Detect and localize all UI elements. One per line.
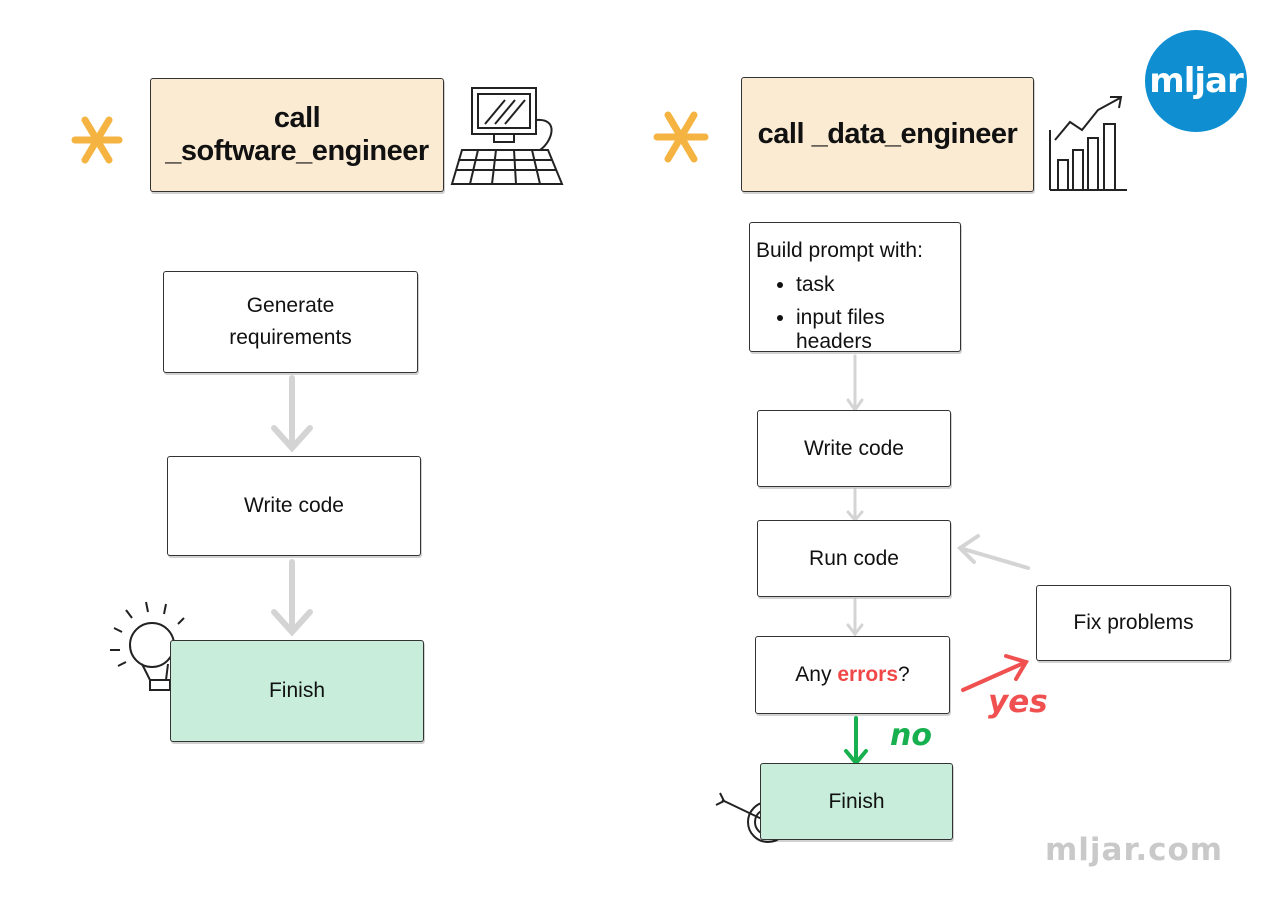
- arrow-left-2: [271, 559, 313, 637]
- asterisk-icon: [71, 116, 123, 164]
- yes-label: yes: [988, 684, 1048, 720]
- build-prompt-step: Build prompt with: task input files head…: [749, 222, 961, 353]
- arrow-left-1: [271, 375, 313, 453]
- fix-problems-step: Fix problems: [1036, 585, 1231, 661]
- any-errors-decision: Any errors ?: [755, 636, 950, 714]
- mljar-logo: mljar: [1145, 30, 1247, 132]
- prompt-list: task input files headers: [756, 273, 960, 363]
- decision-suffix: ?: [898, 663, 910, 686]
- prompt-item: task: [796, 273, 960, 297]
- no-label: no: [890, 718, 932, 753]
- prompt-item: input files headers: [796, 306, 960, 354]
- left-finish-step: Finish: [170, 640, 424, 742]
- arrow-right-3: [846, 598, 864, 637]
- generate-requirements-step: Generate requirements: [163, 271, 418, 373]
- bar-chart-icon: [1049, 96, 1127, 191]
- step-line: Generate: [246, 294, 335, 317]
- step-line: requirements: [229, 326, 352, 349]
- run-code-step: Run code: [757, 520, 951, 597]
- asterisk-icon: [653, 111, 709, 163]
- arrow-no: [844, 716, 868, 767]
- right-finish-step: Finish: [760, 763, 953, 840]
- right-title: call _data_engineer: [741, 77, 1034, 192]
- errors-highlight: errors: [837, 663, 899, 686]
- arrow-right-2: [846, 488, 864, 523]
- left-write-code-step: Write code: [167, 456, 421, 556]
- arrow-yes: [961, 654, 1030, 692]
- prompt-heading: Build prompt with:: [756, 239, 923, 262]
- decision-prefix: Any: [795, 663, 838, 686]
- left-title: call _software_engineer: [150, 78, 444, 192]
- right-write-code-step: Write code: [757, 410, 951, 487]
- arrow-right-1: [846, 354, 864, 413]
- computer-icon: [450, 87, 564, 185]
- watermark: mljar.com: [1045, 832, 1224, 868]
- arrow-fix-to-run: [956, 534, 1030, 570]
